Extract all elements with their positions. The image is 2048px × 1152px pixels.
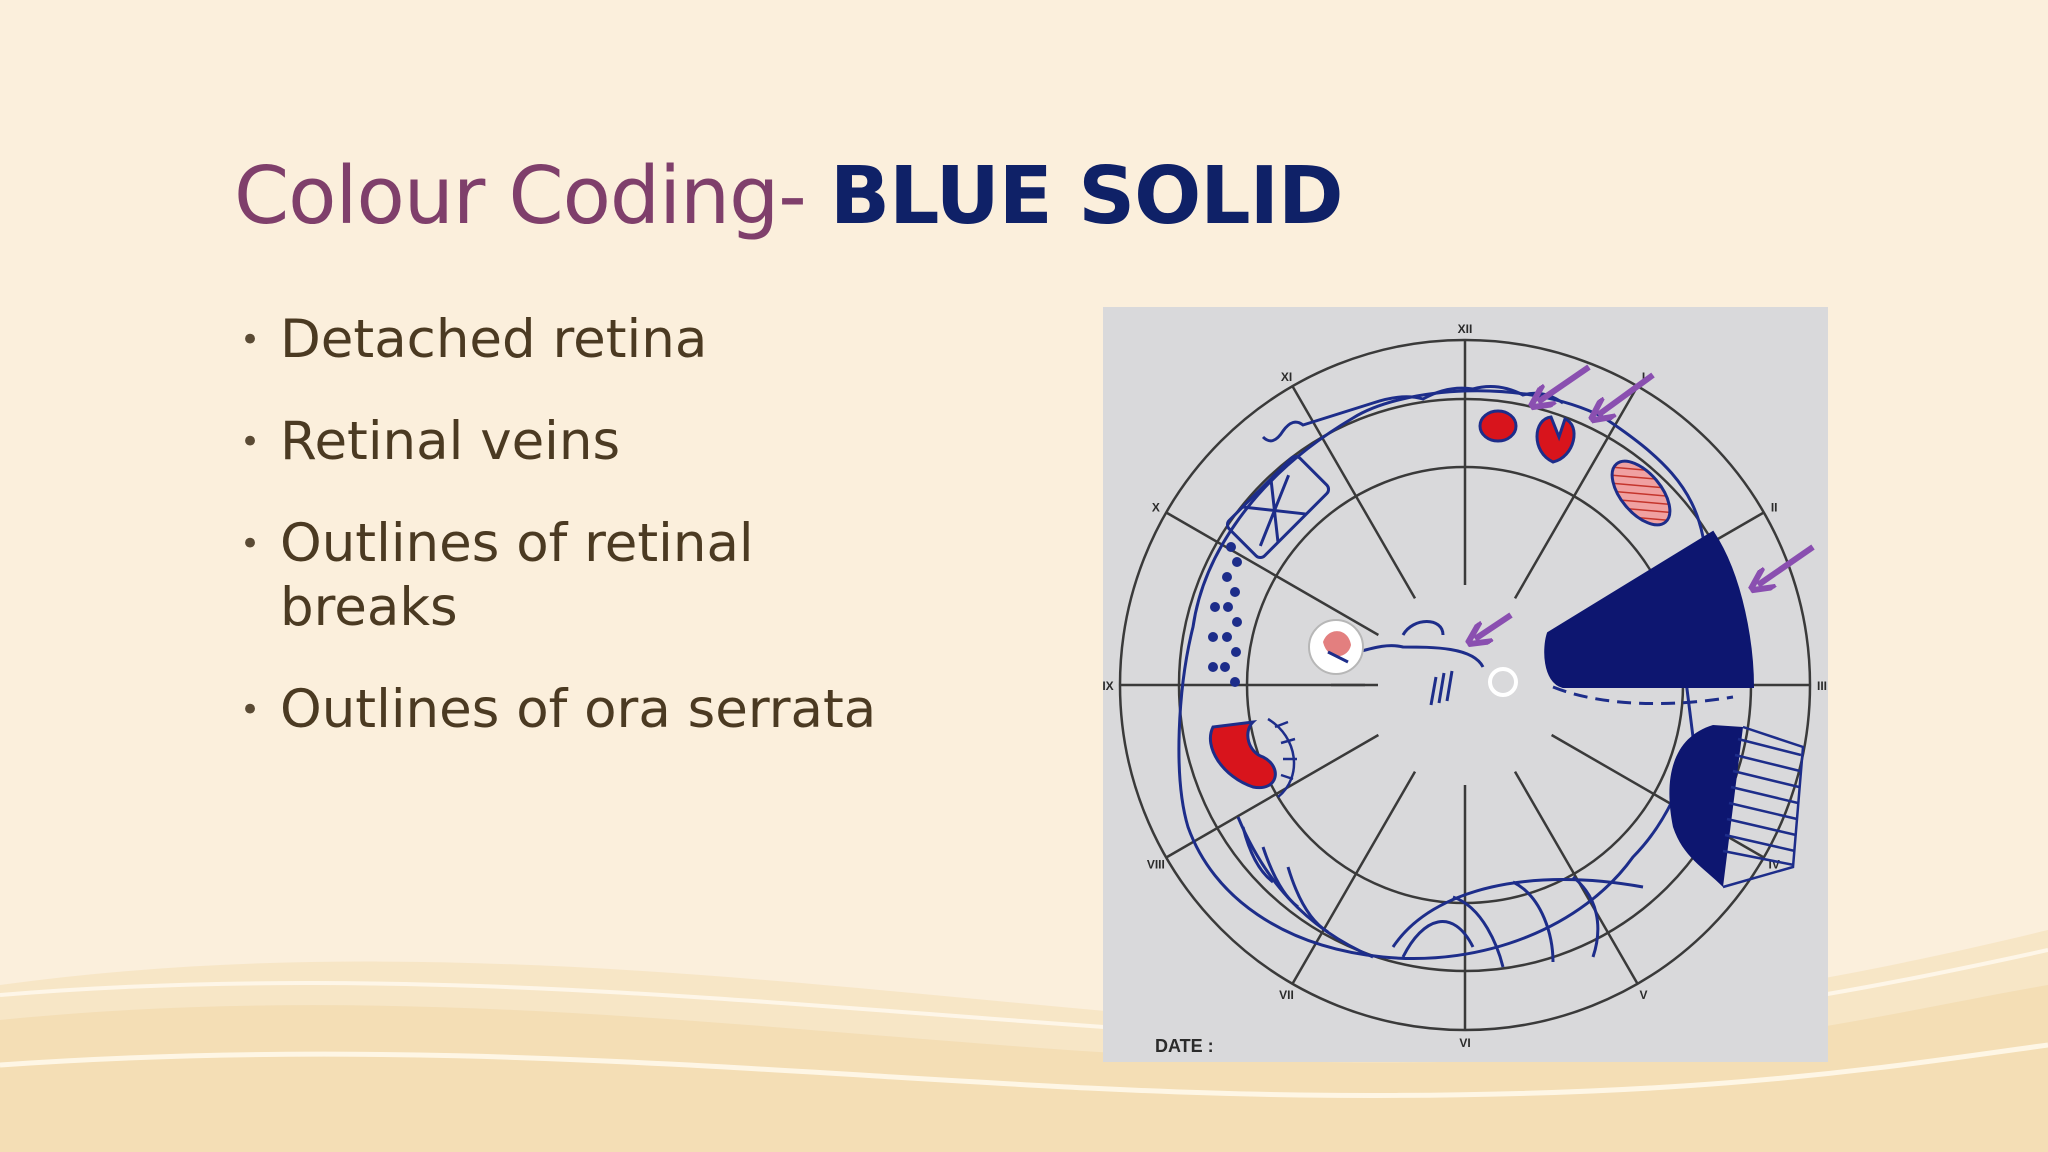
bullet-icon: • [240,320,261,360]
lattice-lesion [1225,454,1331,560]
pigment-dot [1230,587,1240,597]
bullet-text: Detached retina [280,309,708,370]
pigment-dot [1232,617,1242,627]
striped-region [1722,725,1805,889]
red-lesion [1208,719,1277,790]
lower-arcade-pattern [1236,816,1644,968]
ora-serrata-outline [1261,385,1564,443]
pigment-dot [1208,632,1218,642]
inner-spoke [1513,770,1576,875]
clock-label: I [1642,370,1645,384]
bullet-item: • Retinal veins [234,410,884,474]
clock-label: XI [1281,370,1292,384]
dashed-border [1552,685,1734,706]
bullet-icon: • [240,422,261,462]
slide-title: Colour Coding- BLUE SOLID [234,150,1344,242]
optic-disc [1488,667,1518,697]
clock-label: XII [1458,322,1473,336]
vein-loop [1401,620,1445,636]
inner-spoke [1550,733,1655,796]
arrow-icon [1475,612,1513,639]
bullet-icon: • [240,690,261,730]
pigment-dot [1210,602,1220,612]
inner-spoke [1275,733,1380,796]
annotation-arrows [1475,364,1815,639]
pigment-dot [1232,557,1242,567]
haemorrhage-icon [1308,619,1364,675]
arrow-icon [1538,364,1591,402]
bullet-list: • Detached retina • Retinal veins • Outline… [234,308,884,780]
horseshoe-tear [1535,415,1576,464]
bullet-item: • Outlines of ora serrata [234,678,884,742]
solid-blue-detachment [1544,530,1755,688]
pigment-dot [1220,662,1230,672]
clock-spoke [1291,385,1358,497]
arrow-icon [1598,372,1655,415]
pigment-dot [1208,662,1218,672]
striped-lesion [1610,459,1672,527]
pigment-dot [1222,572,1232,582]
pigment-dot [1223,602,1233,612]
bullet-text: Retinal veins [280,411,621,472]
clock-spoke [1165,792,1277,859]
date-label: DATE : [1155,1036,1214,1056]
inner-spoke [1275,574,1380,637]
bullet-text: Outlines of ora serrata [280,679,877,740]
bullet-item: • Detached retina [234,308,884,372]
clock-label: VII [1279,988,1294,1002]
red-retinal-hole [1478,409,1518,443]
pigment-dot [1226,542,1236,552]
clock-spoke [1572,873,1639,985]
clock-label: IV [1768,858,1779,872]
clock-label: V [1639,988,1647,1002]
clock-spoke [1572,385,1639,497]
solid-blue-region [1669,725,1743,887]
title-prefix: Colour Coding- [234,150,830,242]
lesion-hatch [1267,717,1297,798]
pigment-dot [1230,677,1240,687]
inner-spoke [1354,495,1417,600]
arrow-icon [1758,544,1815,585]
pigment-dot [1222,632,1232,642]
title-emphasis: BLUE SOLID [829,150,1344,242]
clock-label: II [1771,501,1778,515]
bullet-icon: • [240,524,261,564]
pigment-dot [1231,647,1241,657]
clock-label: X [1152,501,1160,515]
clock-label: III [1817,679,1827,693]
bullet-item: • Outlines of retinal breaks [234,512,884,640]
clock-label: VIII [1147,858,1165,872]
clock-label: VI [1459,1036,1470,1050]
vessel-marks [1429,670,1454,706]
bullet-text: Outlines of retinal breaks [280,513,754,638]
clock-label: IX [1103,679,1114,693]
pigment-dots [1208,542,1242,687]
inner-spoke [1354,770,1417,875]
inner-spoke [1513,495,1576,600]
